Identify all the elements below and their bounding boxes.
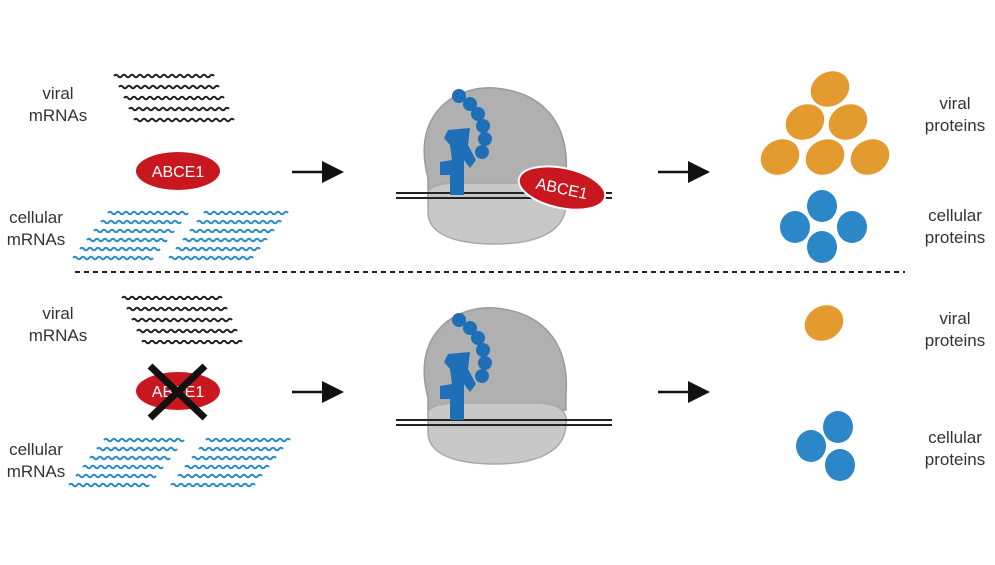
mrna-wave-icon [141, 339, 243, 345]
mrna-wave-icon [123, 95, 225, 101]
viral-mrna-stack-top [113, 73, 235, 123]
cross-out-icon [147, 363, 208, 421]
protein-blob-icon [796, 430, 826, 462]
mrna-wave-icon [96, 446, 178, 452]
mrna-wave-icon [175, 246, 261, 252]
viral-proteins-label-top: viral proteins [924, 94, 986, 135]
cellular-proteins-cluster-top [780, 190, 867, 263]
viral-proteins-label-bottom: viral proteins [924, 309, 986, 350]
cellular-mrna-stack-top-left [72, 210, 189, 261]
protein-blob-icon [850, 139, 890, 175]
mrna-wave-icon [103, 437, 185, 443]
mrna-wave-icon [191, 455, 277, 461]
mrna-wave-icon [113, 73, 215, 79]
abce1-badge-top: ABCE1 [136, 152, 220, 190]
protein-blob-icon [823, 411, 853, 443]
right-arrow-icon [658, 381, 710, 403]
cellular-mrnas-label-top: cellular mRNAs [6, 208, 66, 249]
mrna-wave-icon [72, 255, 154, 261]
mrna-wave-icon [168, 255, 254, 261]
cellular-mrna-stack-bottom-right [170, 437, 291, 488]
cellular-mrnas-label-bottom: cellular mRNAs [6, 440, 66, 481]
viral-proteins-cluster-top [760, 71, 890, 175]
protein-blob-icon [805, 139, 845, 175]
abce1-bound-badge: ABCE1 [517, 165, 607, 211]
right-arrow-icon [292, 161, 344, 183]
mrna-wave-icon [126, 306, 228, 312]
cellular-mrna-stack-bottom-left [68, 437, 185, 488]
mrna-wave-icon [133, 117, 235, 123]
ribosome-icon: ABCE1 [396, 87, 612, 245]
cellular-proteins-label-bottom: cellular proteins [924, 428, 986, 469]
viral-proteins-cluster-bottom [804, 305, 844, 341]
mrna-wave-icon [189, 228, 275, 234]
right-arrow-icon [658, 161, 710, 183]
nascent-peptide [440, 89, 492, 195]
ribosome-icon [396, 307, 612, 465]
mrna-wave-icon [184, 464, 270, 470]
protein-blob-icon [780, 211, 810, 243]
nascent-peptide [440, 313, 492, 420]
mrna-wave-icon [128, 106, 230, 112]
bottom-panel: ABCE1 [68, 295, 855, 488]
protein-blob-icon [785, 104, 825, 140]
mrna-wave-icon [177, 473, 263, 479]
mrna-wave-icon [100, 219, 182, 225]
mrna-wave-icon [107, 210, 189, 216]
mrna-wave-icon [79, 246, 161, 252]
cellular-mrna-stack-top-right [168, 210, 289, 261]
viral-mrnas-label-bottom: viral mRNAs [28, 304, 88, 345]
mrna-wave-icon [93, 228, 175, 234]
mrna-wave-icon [75, 473, 157, 479]
protein-blob-icon [837, 211, 867, 243]
protein-blob-icon [807, 231, 837, 263]
mrna-wave-icon [68, 482, 150, 488]
top-panel: ABCE1 [72, 71, 890, 263]
mrna-wave-icon [86, 237, 168, 243]
mrna-wave-icon [198, 446, 284, 452]
protein-blob-icon [760, 139, 800, 175]
abce1-badge-bottom: ABCE1 [136, 363, 220, 421]
mrna-wave-icon [118, 84, 220, 90]
protein-blob-icon [804, 305, 844, 341]
mrna-wave-icon [136, 328, 238, 334]
protein-blob-icon [828, 104, 868, 140]
right-arrow-icon [292, 381, 344, 403]
protein-blob-icon [807, 190, 837, 222]
mrna-wave-icon [170, 482, 256, 488]
ribosome-small-subunit [427, 402, 568, 465]
viral-mrna-stack-bottom [121, 295, 243, 345]
cellular-proteins-label-top: cellular proteins [924, 206, 986, 247]
mrna-wave-icon [121, 295, 223, 301]
mrna-wave-icon [203, 210, 289, 216]
cellular-proteins-cluster-bottom [796, 411, 855, 481]
mrna-wave-icon [82, 464, 164, 470]
mrna-wave-icon [89, 455, 171, 461]
viral-mrnas-label-top: viral mRNAs [28, 84, 88, 125]
mrna-wave-icon [182, 237, 268, 243]
abce1-label-top: ABCE1 [152, 164, 205, 181]
mrna-wave-icon [205, 437, 291, 443]
mrna-wave-icon [131, 317, 233, 323]
protein-blob-icon [825, 449, 855, 481]
mrna-wave-icon [196, 219, 282, 225]
protein-blob-icon [810, 71, 850, 107]
